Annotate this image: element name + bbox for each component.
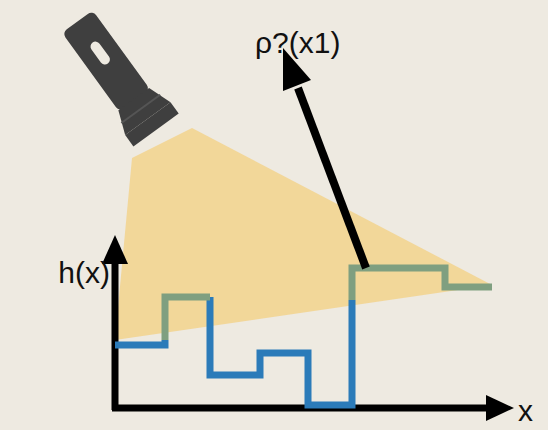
lit-profile (165, 268, 492, 340)
normal-label: ρ?(x1) (255, 28, 340, 58)
x-axis-head (486, 395, 514, 421)
x-axis (112, 405, 492, 412)
normal-arrow (298, 88, 366, 268)
axis-label: x (518, 396, 533, 426)
axis-label: h(x) (58, 258, 110, 288)
height-profile (115, 297, 352, 405)
y-axis (112, 258, 119, 410)
flashlight-icon (55, 5, 179, 146)
light-cone (115, 128, 492, 340)
